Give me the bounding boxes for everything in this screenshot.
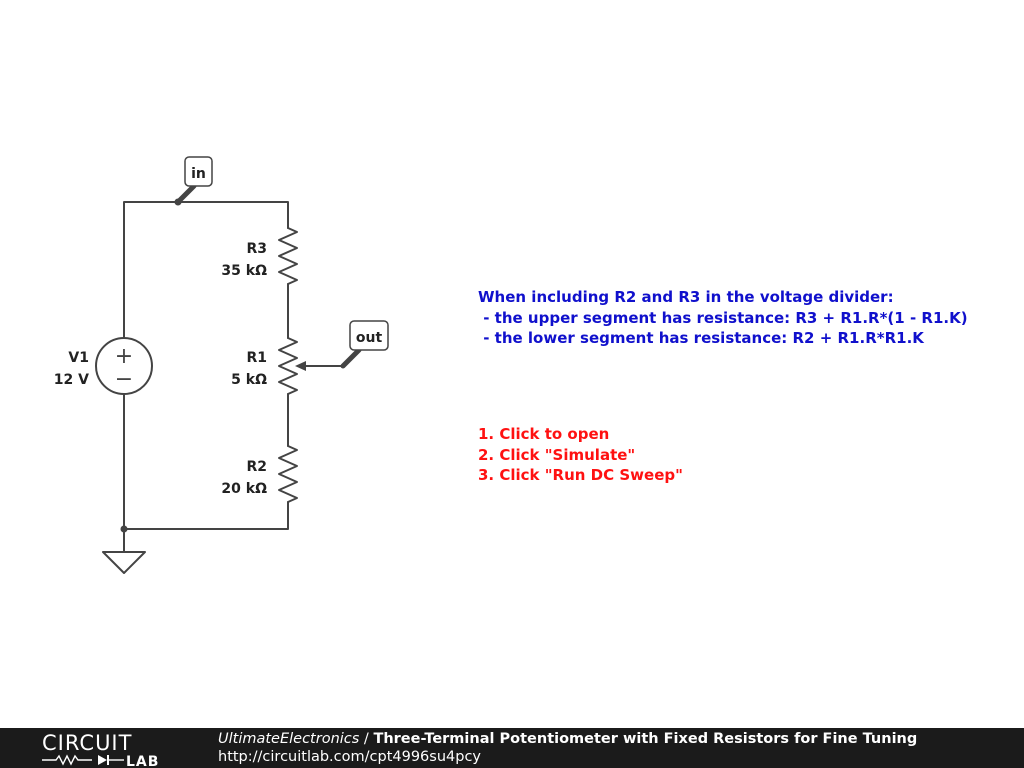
r2-name: R2 (246, 459, 267, 475)
in-tag-label: in (191, 166, 206, 182)
potentiometer-r1 (278, 337, 298, 395)
v1-name: V1 (68, 350, 89, 366)
footer-title-line: UltimateElectronics / Three-Terminal Pot… (218, 731, 917, 747)
logo-diode-icon (98, 755, 107, 765)
r3-value: 35 kΩ (221, 263, 267, 279)
wire-top (123, 201, 289, 338)
logo-bottom-text: LAB (126, 754, 159, 766)
in-tag-leader (175, 183, 197, 205)
in-tag-box (184, 156, 213, 187)
resistor-r3 (278, 227, 298, 285)
footer-bar: CIRCUIT LAB UltimateElectronics / Three-… (0, 728, 1024, 768)
wiper-arrow (295, 361, 306, 371)
out-tag-box (349, 320, 389, 351)
v1-minus: − (115, 367, 133, 392)
ground-symbol (102, 551, 146, 574)
out-tag-leader (340, 347, 362, 369)
r1-value: 5 kΩ (231, 372, 267, 388)
logo-resistor-icon (42, 754, 92, 766)
logo-top-text: CIRCUIT (42, 731, 132, 755)
wire-bottom (123, 394, 289, 530)
schematic-canvas: + − in out R3 35 kΩ R1 5 kΩ R2 20 kΩ V1 … (54, 156, 389, 574)
resistor-r2 (278, 445, 298, 503)
r2-value: 20 kΩ (221, 481, 267, 497)
circuit-url[interactable]: http://circuitlab.com/cpt4996su4pcy (218, 749, 482, 765)
circuitlab-logo[interactable]: CIRCUIT LAB (40, 730, 180, 766)
circuit-title[interactable]: Three-Terminal Potentiometer with Fixed … (373, 731, 918, 747)
voltage-source-v1 (95, 337, 153, 395)
v1-value: 12 V (54, 372, 89, 388)
instructions-note: 1. Click to open 2. Click "Simulate" 3. … (478, 425, 683, 484)
v1-plus: + (115, 344, 133, 369)
r1-name: R1 (246, 350, 267, 366)
voltage-divider-note: When including R2 and R3 in the voltage … (478, 288, 968, 347)
r3-name: R3 (246, 241, 267, 257)
footer-separator: / (359, 731, 374, 747)
out-tag-label: out (356, 330, 383, 346)
author-link[interactable]: UltimateElectronics (218, 731, 360, 747)
junction-dot (120, 525, 128, 533)
